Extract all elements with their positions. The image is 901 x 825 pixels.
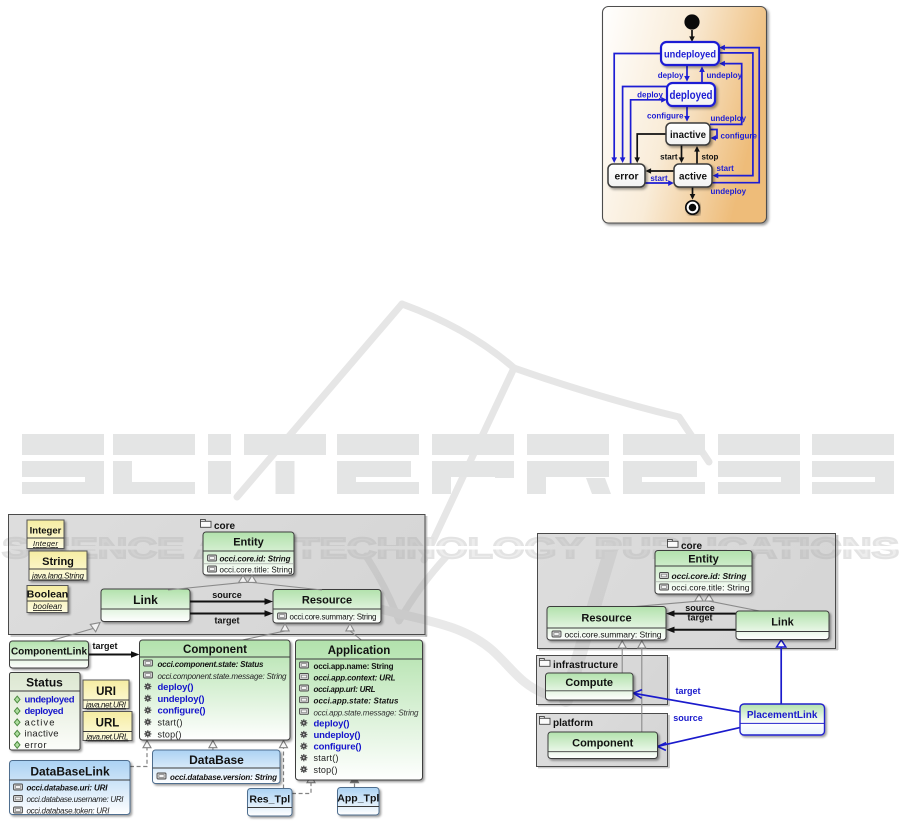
svg-text:DataBaseLink: DataBaseLink [30,765,110,779]
svg-text:occi.core.id: String: occi.core.id: String [672,571,748,581]
svg-text:undeploy: undeploy [711,187,747,196]
svg-text:core: core [681,541,703,552]
svg-text:URL: URL [96,718,120,730]
svg-text:occi.database.version: String: occi.database.version: String [170,773,277,782]
svg-text:start(): start() [314,753,339,763]
svg-text:error: error [25,740,47,751]
svg-text:start: start [717,164,735,173]
svg-text:occi.core.title: String: occi.core.title: String [220,566,293,575]
svg-text:deploy: deploy [637,91,663,100]
svg-text:occi.app.name: String: occi.app.name: String [314,662,394,671]
svg-text:target: target [92,641,117,651]
svg-text:source: source [673,713,703,723]
svg-text:occi.core.title: String: occi.core.title: String [672,583,750,593]
svg-text:undeployed: undeployed [664,49,716,61]
svg-text:Component: Component [183,644,247,656]
svg-text:error: error [615,171,639,183]
svg-text:java.net.URL: java.net.URL [86,733,129,742]
svg-text:URI: URI [96,686,116,698]
svg-text:deployed: deployed [670,90,713,102]
svg-text:String: String [42,556,74,568]
svg-text:infrastructure: infrastructure [553,660,618,671]
svg-text:undeploy(): undeploy() [158,694,205,705]
svg-text:configure(): configure() [314,742,362,753]
svg-text:deploy: deploy [658,71,684,80]
svg-text:Entity: Entity [688,554,719,566]
svg-text:deployed: deployed [25,706,64,717]
svg-text:source: source [685,603,715,613]
svg-text:configure: configure [647,111,684,120]
svg-text:start: start [650,174,668,183]
svg-text:undeploy: undeploy [707,71,743,80]
svg-text:occi.component.state: Status: occi.component.state: Status [158,660,265,669]
svg-text:Link: Link [133,593,158,607]
svg-text:occi.core.summary: String: occi.core.summary: String [565,630,662,640]
svg-text:ComponentLink: ComponentLink [11,647,88,658]
svg-text:undeploy(): undeploy() [314,730,361,741]
svg-text:target: target [214,616,239,626]
svg-text:occi.app.state: Status: occi.app.state: Status [314,697,400,706]
svg-text:occi.database.token: URI: occi.database.token: URI [27,807,111,816]
svg-text:occi.core.id: String: occi.core.id: String [220,555,291,564]
svg-text:platform: platform [553,718,593,729]
svg-text:undeploy: undeploy [711,114,747,123]
svg-text:Entity: Entity [233,537,264,549]
svg-text:Application: Application [328,645,391,657]
svg-text:Compute: Compute [565,677,613,689]
svg-text:configure: configure [721,132,758,141]
svg-text:undeployed: undeployed [25,695,75,706]
svg-text:deploy(): deploy() [158,682,194,693]
svg-text:DataBase: DataBase [189,753,244,767]
svg-text:deploy(): deploy() [314,718,350,729]
svg-text:Integer: Integer [30,526,62,537]
svg-text:occi.app.context: URL: occi.app.context: URL [314,674,396,683]
svg-text:occi.app.state.message: String: occi.app.state.message: String [314,708,420,717]
svg-text:start(): start() [158,718,183,728]
svg-text:source: source [212,590,242,600]
svg-text:Integer: Integer [33,539,59,548]
svg-text:occi.database.username: URI: occi.database.username: URI [27,795,125,804]
svg-text:Boolean: Boolean [27,589,68,601]
svg-text:core: core [214,521,236,532]
svg-text:Status: Status [26,676,63,690]
svg-text:occi.component.state.message:: occi.component.state.message: String [158,672,288,681]
svg-text:stop(): stop() [314,765,338,775]
svg-text:occi.database.uri: URI: occi.database.uri: URI [27,784,109,793]
svg-text:java.lang.String: java.lang.String [31,572,85,581]
svg-text:App_Tpl: App_Tpl [337,793,379,805]
svg-text:target: target [675,686,700,696]
svg-text:inactive: inactive [25,729,59,740]
svg-text:inactive: inactive [670,129,706,141]
svg-text:Component: Component [572,738,633,750]
svg-text:java.net.URI: java.net.URI [85,701,127,710]
svg-text:Resource: Resource [581,613,631,625]
svg-text:occi.app.url: URL: occi.app.url: URL [314,685,376,694]
svg-text:target: target [687,613,712,623]
svg-text:Link: Link [771,617,794,629]
svg-text:boolean: boolean [33,602,63,611]
svg-text:active: active [25,717,55,728]
svg-text:configure(): configure() [158,706,206,717]
svg-text:Resource: Resource [302,595,352,607]
svg-text:occi.core.summary: String: occi.core.summary: String [290,613,377,622]
svg-text:PlacementLink: PlacementLink [747,710,818,721]
svg-text:start: start [660,153,678,162]
svg-text:stop(): stop() [158,729,182,739]
svg-text:active: active [679,171,707,183]
svg-text:stop: stop [702,153,719,162]
svg-text:Res_Tpl: Res_Tpl [249,794,290,806]
